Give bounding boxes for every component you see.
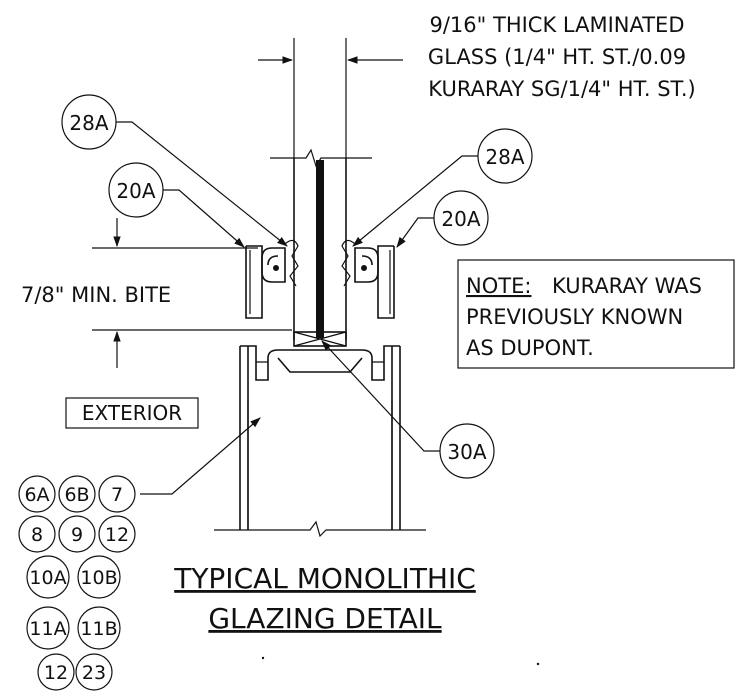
glass-spec-line-1: 9/16" THICK LAMINATED: [430, 13, 685, 37]
frame-ref-circle: [77, 606, 121, 650]
bite-dimension: [92, 218, 292, 368]
frame-ref-circle: [58, 515, 96, 553]
note-line-2: PREVIOUSLY KNOWN: [466, 305, 683, 329]
frame-ref-circle: [98, 515, 136, 553]
bite-dimension-label: 7/8" MIN. BITE: [21, 283, 171, 307]
drawing-title-line-1: TYPICAL MONOLITHIC: [173, 562, 476, 595]
callout-30a-label: 30A: [447, 440, 486, 464]
frame-ref-11a: 11A: [29, 618, 66, 640]
glass-spec-line-3: KURARAY SG/1/4" HT. ST.): [428, 77, 695, 101]
glass-thickness-dimension: [258, 38, 403, 158]
frame-ref-circle: [18, 515, 56, 553]
callout-28a-right-label: 28A: [485, 145, 524, 169]
frame-ref-circle: [75, 653, 113, 691]
frame-ref-12: 12: [105, 524, 129, 546]
frame-ref-12b: 12: [44, 662, 68, 684]
frame-ref-circle: [18, 475, 56, 513]
callout-30a: [321, 340, 495, 479]
frame-ref-7: 7: [111, 484, 123, 506]
frame-ref-circle: [77, 555, 121, 599]
exterior-label: EXTERIOR: [82, 401, 182, 425]
frame-ref-9: 9: [71, 524, 83, 546]
left-gasket: [261, 239, 299, 287]
note-line-1: KURARAY WAS: [552, 274, 702, 298]
frame-ref-11b: 11B: [80, 618, 117, 640]
note-box: [457, 259, 735, 369]
frame-ref-circle: [37, 653, 75, 691]
callout-28a-right: [352, 128, 533, 247]
callout-28a-left: [61, 94, 288, 247]
exterior-tag: [65, 397, 199, 429]
stray-dot: [261, 656, 265, 660]
setting-block: [293, 331, 347, 347]
callout-20a-left: [108, 162, 245, 248]
note-prefix: NOTE:: [466, 274, 531, 298]
frame-ref-23: 23: [82, 662, 106, 684]
callout-20a-right-label: 20A: [441, 207, 480, 231]
callout-20a-left-label: 20A: [116, 179, 155, 203]
glazing-stops: [245, 245, 395, 319]
callout-20a-right: [396, 190, 489, 248]
right-gasket: [341, 239, 379, 287]
frame-leader: [140, 417, 261, 495]
stray-dot: [536, 662, 540, 666]
frame-ref-circle: [98, 475, 136, 513]
glass-spec-line-2: GLASS (1/4" HT. ST./0.09: [428, 45, 686, 69]
frame-ref-10b: 10B: [80, 567, 117, 589]
callout-28a-left-label: 28A: [69, 111, 108, 135]
frame-ref-circle: [58, 475, 96, 513]
frame-ref-8: 8: [31, 524, 43, 546]
mullion-frame: [214, 345, 426, 538]
frame-ref-6a: 6A: [24, 484, 49, 506]
drawing-title-line-2: GLAZING DETAIL: [208, 602, 442, 635]
frame-ref-circle: [26, 555, 70, 599]
frame-ref-6b: 6B: [64, 484, 89, 506]
note-line-3: AS DUPONT.: [466, 336, 594, 360]
laminated-glass: [270, 148, 372, 340]
frame-ref-circle: [26, 606, 70, 650]
frame-ref-10a: 10A: [29, 567, 66, 589]
